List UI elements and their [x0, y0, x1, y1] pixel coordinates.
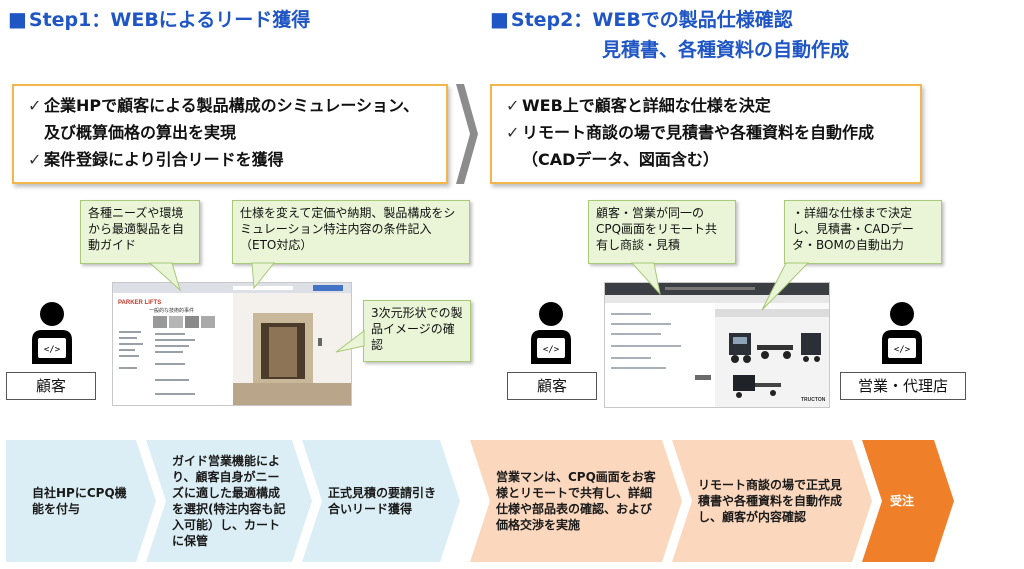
check-icon: ✓ — [506, 96, 520, 115]
cpq-web-page-image: PARKER LIFTS 一般的な技術的事件 — [113, 283, 351, 405]
callout-simulation: 仕様を変えて定価や納期、製品構成をシミュレーション特注内容の条件記入（ETO対応… — [232, 200, 470, 264]
summary-line: 及び概算価格の算出を実現 — [28, 119, 436, 146]
summary-text: WEB上で顧客と詳細な仕様を決定 — [522, 96, 771, 115]
callout-text: 各種ニーズや環境から最適製品を自動ガイド — [88, 206, 185, 252]
step-arrow-icon — [456, 84, 478, 184]
callout-text: ・詳細な仕様まで決定し、見積書・CADデータ・BOMの自動出力 — [792, 206, 914, 252]
process-text: 正式見積の要請引き合いリード獲得 — [328, 486, 437, 516]
step2-summary: ✓WEB上で顧客と詳細な仕様を決定 ✓リモート商談の場で見積書や各種資料を自動作… — [490, 84, 922, 184]
summary-text: 案件登録により引合リードを獲得 — [44, 150, 284, 169]
process-step-5: リモート商談の場で正式見積書や各種資料を自動作成し、顧客が内容確認 — [672, 440, 872, 562]
process-text: ガイド営業機能により、顧客自身がニーズに適した最適構成を選択(特注内容も記入可能… — [172, 454, 286, 548]
summary-line: ✓リモート商談の場で見積書や各種資料を自動作成 — [506, 119, 910, 146]
summary-line: ✓案件登録により引合リードを獲得 — [28, 146, 436, 173]
step2-title: ■Step2：WEBでの製品仕様確認 見積書、各種資料の自動作成 — [490, 6, 849, 63]
callout-pointer-icon — [148, 262, 181, 292]
callout-text: 顧客・営業が同一のCPQ画面をリモート共有し商談・見積 — [596, 206, 718, 252]
process-step-order: 受注 — [862, 440, 954, 562]
process-step-4: 営業マンは、CPQ画面をお客様とリモートで共有し、詳細仕様や部品表の確認、および… — [470, 440, 682, 562]
summary-line: ✓WEB上で顧客と詳細な仕様を決定 — [506, 92, 910, 119]
summary-text: リモート商談の場で見積書や各種資料を自動作成 — [522, 123, 875, 142]
step1-title-text: Step1：WEBによるリード獲得 — [28, 9, 311, 31]
role-label-customer: 顧客 — [507, 372, 597, 400]
process-step-3: 正式見積の要請引き合いリード獲得 — [302, 440, 460, 562]
role-label-sales-agent: 営業・代理店 — [840, 372, 966, 400]
callout-pointer-icon — [630, 262, 661, 296]
callout-auto-guide: 各種ニーズや環境から最適製品を自動ガイド — [80, 200, 200, 264]
check-icon: ✓ — [28, 96, 42, 115]
screenshot-heading: 一般的な技術的事件 — [149, 307, 194, 314]
screenshot-brand: PARKER LIFTS — [118, 300, 161, 306]
sales-agent-person-icon: </> — [882, 302, 922, 364]
callout-pointer-icon — [251, 262, 276, 290]
process-text: リモート商談の場で正式見積書や各種資料を自動作成し、顧客が内容確認 — [698, 478, 843, 524]
process-text: 自社HPにCPQ機能を付与 — [32, 486, 127, 516]
step2-screenshot: TRUCTON — [604, 282, 830, 408]
process-text: 営業マンは、CPQ画面をお客様とリモートで共有し、詳細仕様や部品表の確認、および… — [496, 470, 656, 532]
check-icon: ✓ — [506, 123, 520, 142]
callout-auto-output: ・詳細な仕様まで決定し、見積書・CADデータ・BOMの自動出力 — [784, 200, 942, 264]
callout-3d-image: 3次元形状での製品イメージの確認 — [363, 300, 471, 362]
callout-text: 仕様を変えて定価や納期、製品構成をシミュレーション特注内容の条件記入（ETO対応… — [240, 206, 456, 252]
summary-text: 企業HPで顧客による製品構成のシミュレーション、 — [44, 96, 420, 115]
step1-title: ■Step1：WEBによるリード獲得 — [8, 6, 310, 33]
svg-text:</>: </> — [44, 345, 61, 355]
process-text: 受注 — [889, 494, 914, 508]
customer-person-icon: </> — [531, 302, 571, 364]
callout-text: 3次元形状での製品イメージの確認 — [371, 306, 463, 352]
summary-text: （CADデータ、図面含む） — [522, 150, 719, 169]
role-label-customer: 顧客 — [6, 372, 96, 400]
callout-pointer-icon — [335, 330, 365, 353]
summary-text: 及び概算価格の算出を実現 — [44, 123, 237, 142]
summary-line: ✓企業HPで顧客による製品構成のシミュレーション、 — [28, 92, 436, 119]
summary-line: （CADデータ、図面含む） — [506, 146, 910, 173]
check-icon: ✓ — [28, 150, 42, 169]
callout-pointer-icon — [761, 262, 810, 311]
step1-marker: ■ — [8, 7, 27, 31]
step1-summary: ✓企業HPで顧客による製品構成のシミュレーション、 及び概算価格の算出を実現 ✓… — [12, 84, 448, 184]
svg-text:</>: </> — [543, 345, 560, 355]
process-step-2: ガイド営業機能により、顧客自身がニーズに適した最適構成を選択(特注内容も記入可能… — [146, 440, 312, 562]
screenshot-brand: TRUCTON — [801, 397, 826, 403]
step1-screenshot: PARKER LIFTS 一般的な技術的事件 — [112, 282, 352, 406]
cpq-remote-share-image: TRUCTON — [605, 283, 829, 407]
process-step-1: 自社HPにCPQ機能を付与 — [6, 440, 156, 562]
customer-person-icon: </> — [32, 302, 72, 364]
callout-remote-share: 顧客・営業が同一のCPQ画面をリモート共有し商談・見積 — [588, 200, 736, 264]
step2-title-line1: Step2：WEBでの製品仕様確認 — [510, 9, 793, 31]
step2-title-line2: 見積書、各種資料の自動作成 — [602, 39, 850, 61]
svg-text:</>: </> — [894, 345, 911, 355]
step2-marker: ■ — [490, 7, 509, 31]
